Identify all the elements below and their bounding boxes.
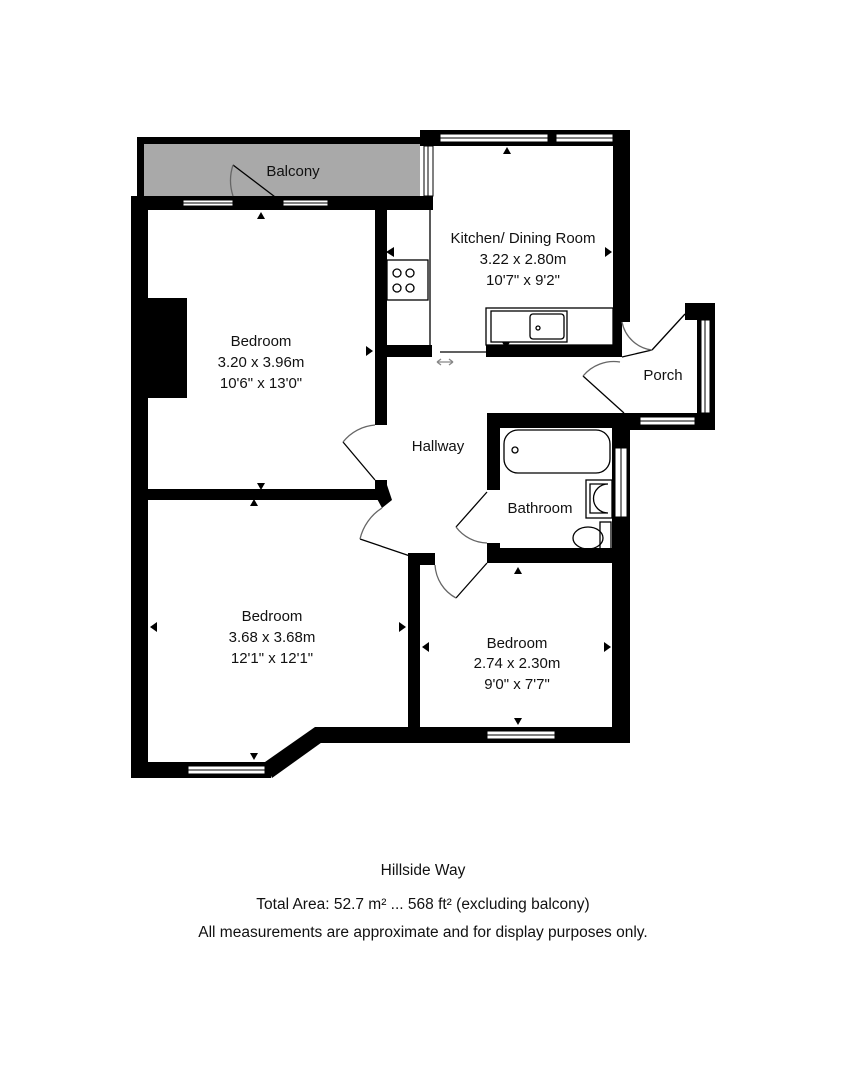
bedroom3-metric: 2.74 x 2.30m [474, 655, 561, 672]
bedroom1-label: Bedroom [231, 333, 292, 350]
kitchen-label: Kitchen/ Dining Room [450, 230, 595, 247]
bedroom1-metric: 3.20 x 3.96m [218, 354, 305, 371]
bedroom1-imperial: 10'6" x 13'0" [220, 375, 302, 392]
bedroom3-imperial: 9'0" x 7'7" [484, 676, 550, 693]
bedroom3-label: Bedroom [487, 635, 548, 652]
balcony-area [143, 143, 420, 196]
kitchen-metric: 3.22 x 2.80m [480, 251, 567, 268]
kitchen-imperial: 10'7" x 9'2" [486, 272, 560, 289]
door-swings [229, 164, 686, 599]
disclaimer: All measurements are approximate and for… [198, 924, 648, 941]
dimension-markers [150, 147, 612, 760]
windows [182, 133, 711, 775]
bedroom2-imperial: 12'1" x 12'1" [231, 650, 313, 667]
bedroom2-metric: 3.68 x 3.68m [229, 629, 316, 646]
bedroom2-label: Bedroom [242, 608, 303, 625]
porch-label: Porch [643, 367, 682, 384]
bathroom-label: Bathroom [507, 500, 572, 517]
hallway-label: Hallway [412, 438, 465, 455]
balcony-label: Balcony [266, 163, 320, 180]
total-area: Total Area: 52.7 m² ... 568 ft² (excludi… [256, 896, 590, 913]
property-name: Hillside Way [380, 862, 466, 879]
